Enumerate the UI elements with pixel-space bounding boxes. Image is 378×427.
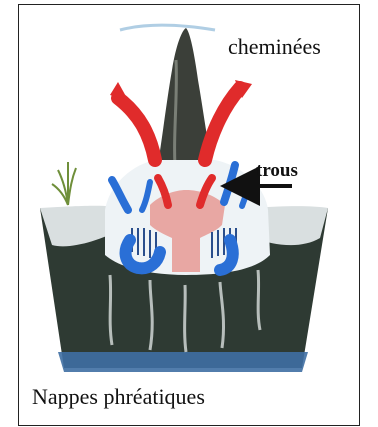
sky-wisp bbox=[120, 25, 215, 30]
label-groundwater: Nappes phréatiques bbox=[32, 384, 205, 410]
water-table bbox=[58, 352, 308, 372]
label-holes: trous bbox=[256, 160, 298, 182]
grass-plant bbox=[52, 162, 76, 205]
label-chimneys: cheminées bbox=[228, 34, 321, 60]
